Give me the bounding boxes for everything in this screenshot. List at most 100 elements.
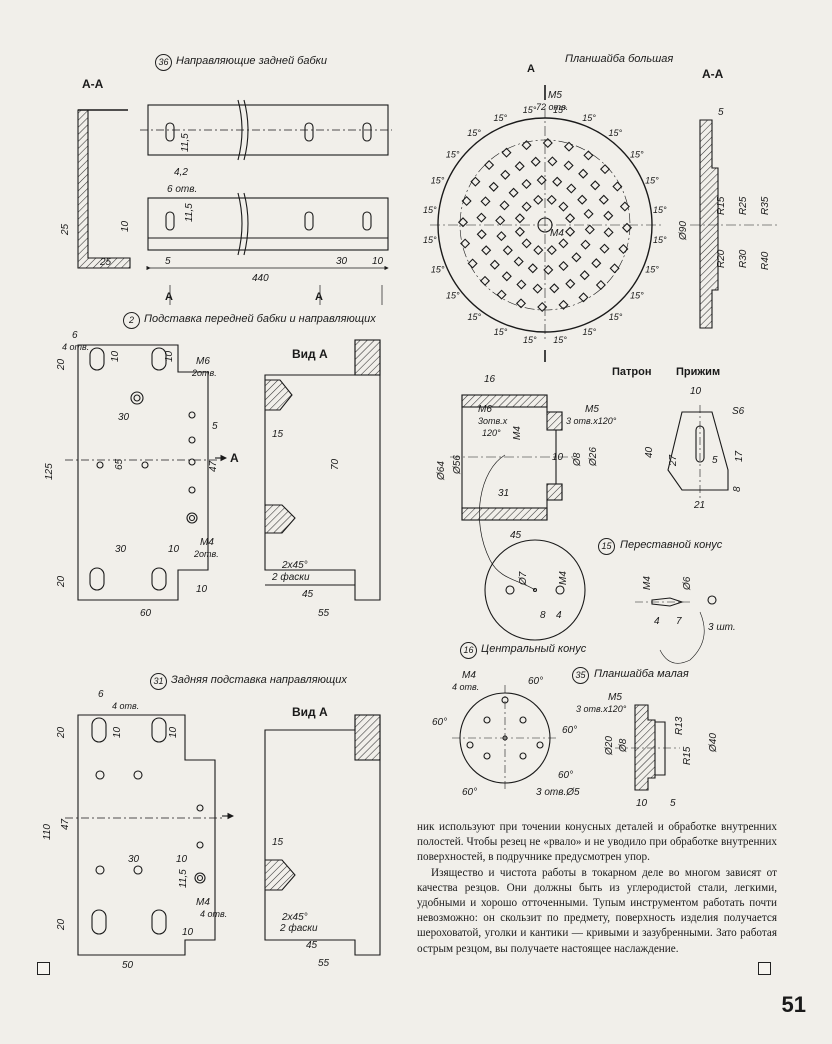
faceplate-angle-label: 15°	[630, 291, 644, 301]
chuck-m5: М5	[585, 404, 599, 415]
rail-dim-42: 4,2	[174, 167, 188, 178]
cone16-a60a: 60°	[528, 676, 543, 687]
faceplate-angle-label: 15°	[630, 149, 644, 159]
chuck-dim-8: 8	[540, 610, 546, 621]
stand31-dim-10d: 10	[182, 927, 194, 938]
stand31-dim-holes: 4 отв.	[112, 701, 139, 711]
small-faceplate-drawing	[615, 704, 680, 791]
big-faceplate-section	[690, 119, 780, 329]
faceplate-angle-label: 15°	[609, 128, 623, 138]
faceplate-hole	[496, 231, 507, 242]
clamp-dim-8: 8	[732, 486, 743, 492]
faceplate-hole	[488, 181, 499, 192]
stand2-dim-70: 70	[330, 458, 341, 470]
faceplate-hole	[479, 275, 491, 286]
rail-arrow-a2: А	[315, 291, 323, 303]
stand2-dim-10a: 10	[110, 350, 121, 362]
stand2-front-view	[65, 344, 228, 601]
chuck-d8: Ø8	[572, 452, 583, 467]
faceplate-hole	[563, 160, 574, 171]
stand2-dim-45: 45	[302, 589, 314, 600]
stand2-dim-15: 15	[272, 429, 284, 440]
chuck-d7: Ø7	[518, 571, 529, 586]
faceplate-hole	[595, 279, 606, 291]
faceplate-angle-label: 15°	[431, 176, 445, 186]
chuck-m5-count: 3 отв.х120°	[566, 416, 617, 426]
cone16-m4: М4	[462, 670, 476, 681]
faceplate-angle-label: 15°	[653, 235, 667, 245]
stand2-dim-30b: 30	[115, 544, 127, 555]
section-31-title: Задняя подставка направляющих	[171, 674, 347, 686]
stand2-dim-10b: 10	[164, 350, 175, 362]
stand31-dim-45: 45	[306, 940, 318, 951]
faceplate-hole	[470, 176, 481, 187]
faceplate-hole	[571, 252, 582, 263]
bigplate-r30: R30	[738, 249, 749, 268]
faceplate-angle-label: 15°	[553, 335, 567, 345]
stand2-chamfer2: 2 фаски	[271, 571, 310, 583]
rail-dim-holes: 6 отв.	[167, 184, 197, 195]
smallplate-dim-10: 10	[636, 798, 648, 809]
stand31-dim-20b: 20	[56, 918, 67, 931]
clamp-title: Прижим	[676, 366, 720, 378]
stand31-dim-10b: 10	[168, 726, 179, 738]
cone16-a60d: 60°	[558, 770, 573, 781]
faceplate-hole	[619, 201, 630, 212]
faceplate-hole	[584, 224, 595, 235]
faceplate-hole	[484, 159, 495, 171]
faceplate-hole	[513, 256, 524, 267]
cone15-count: 3 шт.	[708, 622, 736, 633]
faceplate-angle-label: 15°	[653, 205, 667, 215]
chuck-dim-45: 45	[510, 530, 522, 541]
stand2-dim-30a: 30	[118, 412, 130, 423]
faceplate-hole	[514, 226, 525, 237]
rail-section-aa	[77, 109, 131, 269]
cone15-d6: Ø6	[682, 576, 693, 591]
chuck-d64: Ø64	[436, 461, 447, 481]
stand31-dim-50: 50	[122, 960, 134, 971]
stand31-dim-30: 30	[128, 854, 140, 865]
stand31-dim-20a: 20	[56, 726, 67, 739]
clamp-dim-27: 27	[668, 454, 679, 467]
bigplate-m5: М5	[548, 90, 562, 101]
smallplate-m5-count: 3 отв.х120°	[576, 704, 627, 714]
faceplate-hole	[618, 243, 629, 255]
bigplate-title: Планшайба большая	[565, 53, 673, 65]
rail-dim-115a: 11,5	[180, 133, 191, 152]
faceplate-angle-label: 15°	[523, 105, 537, 115]
faceplate-hole	[566, 183, 577, 194]
faceplate-angle-label: 15°	[582, 113, 596, 123]
faceplate-hole	[552, 176, 563, 187]
faceplate-hole	[461, 195, 472, 207]
cone16-holes: 4 отв.	[452, 682, 479, 692]
article-paragraph-2: Изящество и чистота работы в токарном де…	[417, 866, 777, 955]
rail-arrow-a1: А	[165, 291, 173, 303]
faceplate-angle-label: 15°	[553, 105, 567, 115]
section-16-number: 16	[460, 642, 477, 659]
faceplate-hole	[532, 283, 543, 294]
stand31-m4-count: 4 отв.	[200, 909, 227, 919]
smallplate-d8: Ø8	[618, 738, 629, 753]
rail-dim-440: 440	[252, 273, 269, 284]
bigplate-r15: R15	[716, 196, 727, 215]
rail-dim-5: 5	[165, 256, 171, 267]
bigplate-r40: R40	[760, 251, 771, 270]
chuck-title: Патрон	[612, 366, 652, 378]
page-number: 51	[781, 992, 806, 1017]
rail-front-view	[146, 192, 389, 305]
chuck-m6-count: 3отв.х	[478, 416, 508, 426]
cone15-dim-7: 7	[676, 616, 682, 627]
faceplate-hole	[578, 168, 589, 179]
faceplate-hole	[521, 140, 532, 151]
stand31-chamfer: 2х45°	[281, 912, 308, 923]
chuck-d56: Ø56	[452, 455, 463, 475]
faceplate-hole	[558, 201, 569, 212]
stand2-dim-65: 65	[114, 458, 125, 470]
stand2-dim-60: 60	[140, 608, 152, 619]
chuck-m6-angle: 120°	[482, 428, 501, 438]
faceplate-hole	[578, 292, 589, 303]
faceplate-angle-label: 15°	[609, 312, 623, 322]
faceplate-hole	[598, 194, 609, 205]
rail-dim-10h: 10	[372, 256, 384, 267]
chuck-dim-16: 16	[484, 374, 496, 385]
